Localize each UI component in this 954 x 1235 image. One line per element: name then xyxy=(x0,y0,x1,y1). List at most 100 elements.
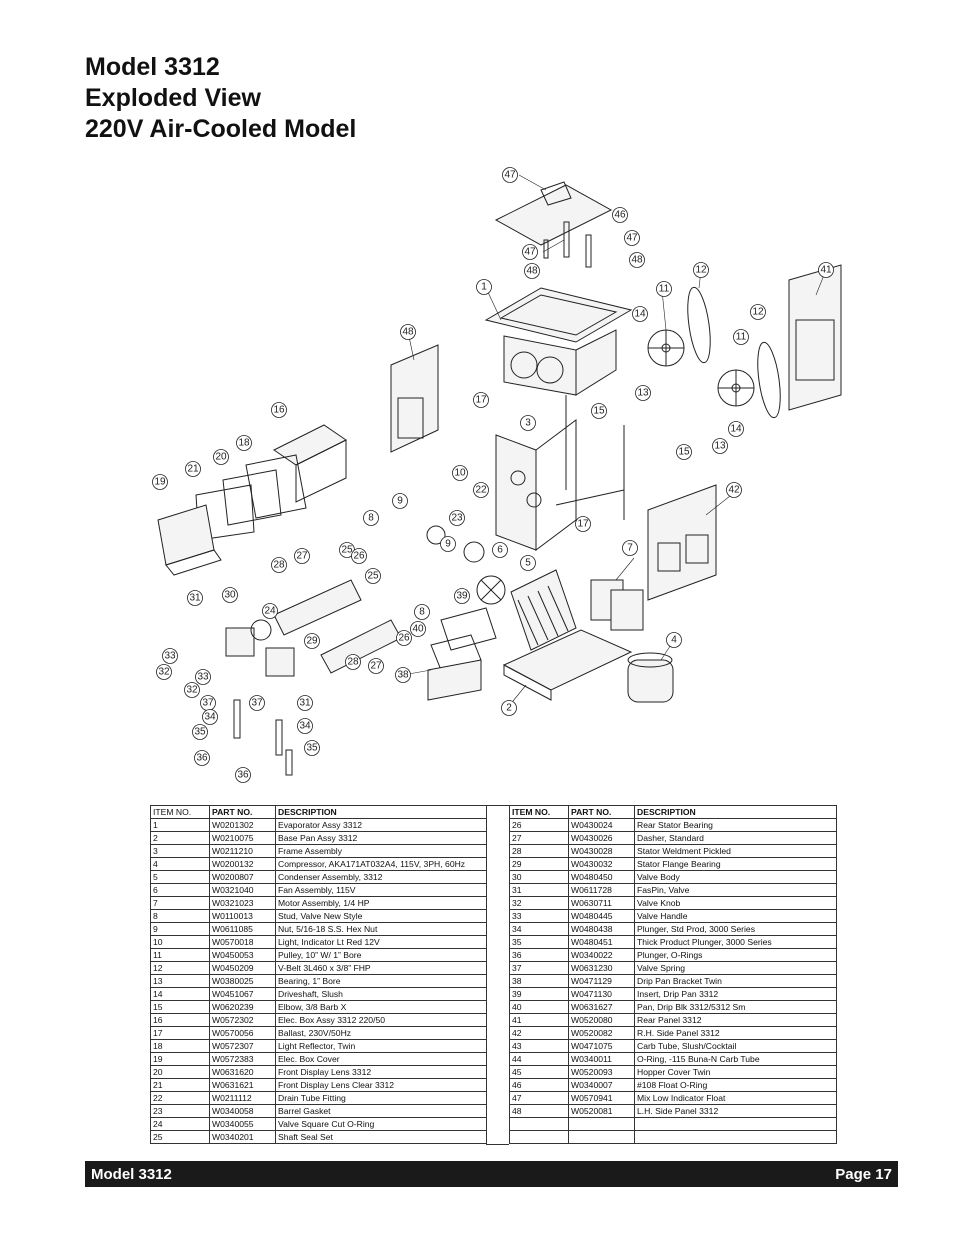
frame-drawing xyxy=(495,434,537,551)
base-pan-drawing xyxy=(502,629,633,691)
cell-item: 33 xyxy=(509,909,569,923)
cell-part: W0631627 xyxy=(568,1000,635,1014)
callout-13a: 13 xyxy=(635,385,651,401)
cell-desc: Valve Knob xyxy=(634,896,837,910)
svg-text:14: 14 xyxy=(634,309,646,320)
compressor-drawing xyxy=(627,659,674,703)
fan-drawing xyxy=(476,575,506,605)
cell-part: W0340055 xyxy=(209,1117,276,1131)
cell-desc: Shaft Seal Set xyxy=(275,1130,487,1144)
exploded-view-drawing: 47 46 47 47 48 48 1 12 41 11 12 14 48 11… xyxy=(152,167,842,783)
svg-text:33: 33 xyxy=(197,672,209,683)
cell-item: 22 xyxy=(150,1091,210,1105)
cell-part: W0631620 xyxy=(209,1065,276,1079)
cell-desc: Elec. Box Assy 3312 220/50 xyxy=(275,1013,487,1027)
svg-text:8: 8 xyxy=(368,513,374,524)
cell-desc: Insert, Drip Pan 3312 xyxy=(634,987,837,1001)
cell-item: 14 xyxy=(150,987,210,1001)
cell-part: W0631230 xyxy=(568,961,635,975)
header-item-no: ITEM NO. xyxy=(509,805,569,819)
svg-text:29: 29 xyxy=(306,636,318,647)
svg-text:42: 42 xyxy=(728,485,740,496)
svg-text:28: 28 xyxy=(273,560,285,571)
cell-part: W0611085 xyxy=(209,922,276,936)
cell-item: 31 xyxy=(509,883,569,897)
callout-31b: 31 xyxy=(297,695,313,711)
callout-25b: 25 xyxy=(365,568,381,584)
cell-item: 11 xyxy=(150,948,210,962)
svg-text:7: 7 xyxy=(627,543,633,554)
cell-item: 39 xyxy=(509,987,569,1001)
cell-item: 35 xyxy=(509,935,569,949)
cell-part: W0340011 xyxy=(568,1052,635,1066)
cell-part: W0570018 xyxy=(209,935,276,949)
svg-text:13: 13 xyxy=(714,441,726,452)
callout-3: 3 xyxy=(520,415,536,431)
callout-28b: 28 xyxy=(345,654,361,670)
svg-text:25: 25 xyxy=(341,545,353,556)
cell-desc: Compressor, AKA171AT032A4, 115V, 3PH, 60… xyxy=(275,857,487,871)
title-line-1: Model 3312 xyxy=(85,53,220,81)
callout-8a: 8 xyxy=(363,510,379,526)
cell-desc: Thick Product Plunger, 3000 Series xyxy=(634,935,837,949)
svg-text:39: 39 xyxy=(456,591,468,602)
cell-item: 46 xyxy=(509,1078,569,1092)
callout-12b: 12 xyxy=(750,304,766,320)
cell-item: 32 xyxy=(509,896,569,910)
svg-text:5: 5 xyxy=(525,558,531,569)
footer-model: Model 3312 xyxy=(91,1165,172,1183)
callout-7: 7 xyxy=(622,540,638,556)
cell-desc: Evaporator Assy 3312 xyxy=(275,818,487,832)
svg-text:18: 18 xyxy=(238,438,250,449)
svg-text:14: 14 xyxy=(730,424,742,435)
cell-item: 26 xyxy=(509,818,569,832)
cell-item: 30 xyxy=(509,870,569,884)
cell-item xyxy=(509,1130,569,1144)
callout-15a: 15 xyxy=(591,403,607,419)
cell-part: W0340007 xyxy=(568,1078,635,1092)
svg-text:12: 12 xyxy=(752,307,764,318)
callout-9a: 9 xyxy=(392,493,408,509)
table-gap xyxy=(486,805,509,1145)
cell-part: W0520080 xyxy=(568,1013,635,1027)
cell-desc: Carb Tube, Slush/Cocktail xyxy=(634,1039,837,1053)
cell-desc: Fan Assembly, 115V xyxy=(275,883,487,897)
callout-33b: 33 xyxy=(195,669,211,685)
cell-item: 4 xyxy=(150,857,210,871)
cell-desc: Valve Body xyxy=(634,870,837,884)
cell-item: 40 xyxy=(509,1000,569,1014)
svg-text:6: 6 xyxy=(497,545,503,556)
cell-item: 47 xyxy=(509,1091,569,1105)
svg-text:17: 17 xyxy=(577,519,589,530)
svg-text:24: 24 xyxy=(264,606,276,617)
callout-41: 41 xyxy=(818,262,834,278)
cell-item: 16 xyxy=(150,1013,210,1027)
cell-desc: Nut, 5/16-18 S.S. Hex Nut xyxy=(275,922,487,936)
cell-desc: R.H. Side Panel 3312 xyxy=(634,1026,837,1040)
cell-part: W0572383 xyxy=(209,1052,276,1066)
svg-text:40: 40 xyxy=(412,624,424,635)
callout-19: 19 xyxy=(152,474,168,490)
callout-13b: 13 xyxy=(712,438,728,454)
callout-14b: 14 xyxy=(728,421,744,437)
cell-item: 44 xyxy=(509,1052,569,1066)
cell-part: W0630711 xyxy=(568,896,635,910)
svg-text:2: 2 xyxy=(506,703,512,714)
svg-text:22: 22 xyxy=(475,485,487,496)
svg-text:9: 9 xyxy=(397,496,403,507)
cell-part: W0211210 xyxy=(209,844,276,858)
cell-part: W0430032 xyxy=(568,857,635,871)
